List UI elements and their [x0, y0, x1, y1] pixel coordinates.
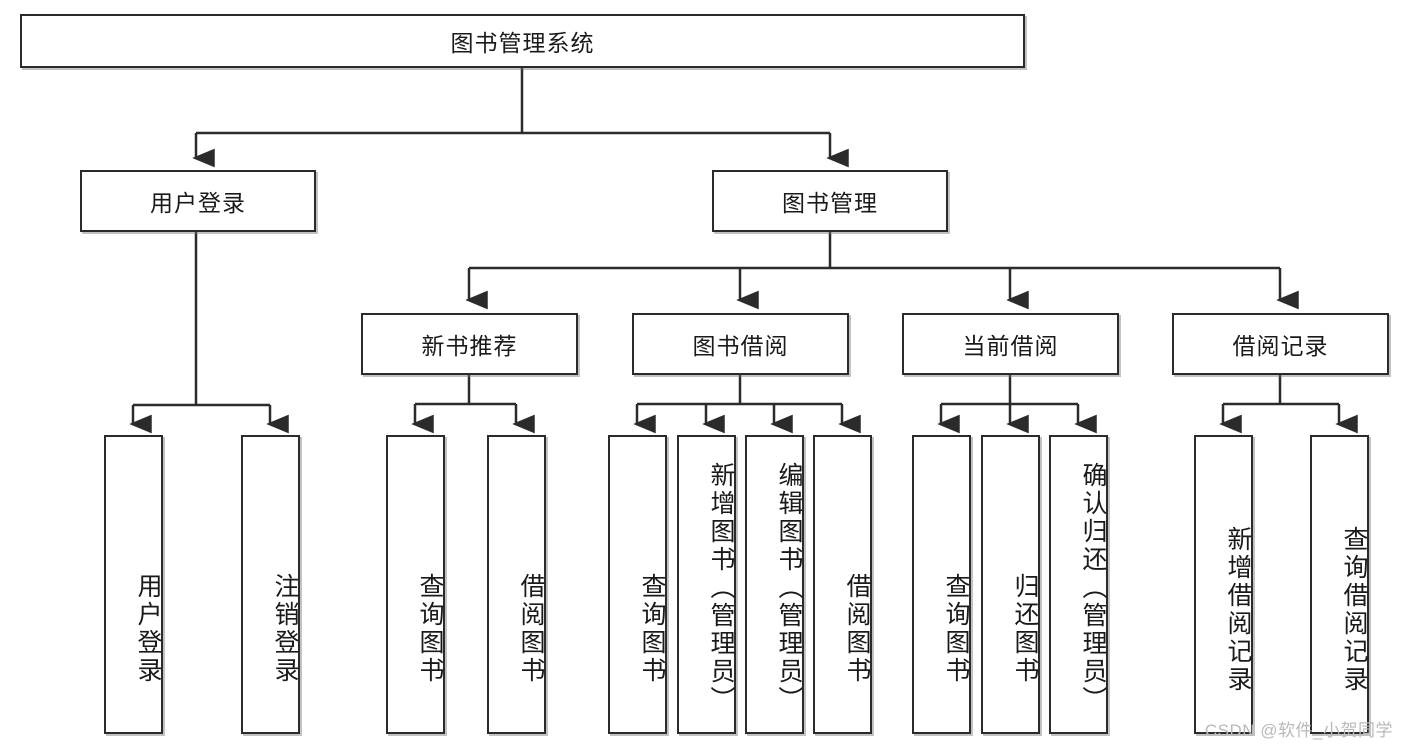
node-label: 用户登录: [134, 572, 162, 685]
node-leaf-user-login-signout[interactable]: 注销登录: [241, 435, 300, 734]
node-label: 借阅记录: [1232, 333, 1329, 359]
node-label: 借阅图书: [843, 572, 871, 685]
node-label: 图书借阅: [692, 333, 789, 359]
node-label: 确认归还（管理员）: [1079, 461, 1107, 714]
node-label: 用户登录: [150, 190, 246, 216]
node-label: 图书管理系统: [450, 30, 595, 56]
node-leaf-new-book-query[interactable]: 查询图书: [386, 435, 445, 734]
node-book-management[interactable]: 图书管理: [712, 170, 948, 232]
node-label: 归还图书: [1011, 572, 1039, 685]
node-current-borrowing[interactable]: 当前借阅: [902, 313, 1119, 375]
node-label: 当前借阅: [962, 333, 1059, 359]
node-label: 查询借阅记录: [1340, 525, 1368, 694]
node-book-borrowing[interactable]: 图书借阅: [632, 313, 849, 375]
node-leaf-current-borrow-confirm-return[interactable]: 确认归还（管理员）: [1049, 435, 1108, 734]
node-label: 查询图书: [416, 572, 444, 685]
node-leaf-user-login-signin[interactable]: 用户登录: [104, 435, 163, 734]
node-leaf-new-book-borrow[interactable]: 借阅图书: [487, 435, 546, 734]
node-leaf-borrow-record-query[interactable]: 查询借阅记录: [1310, 435, 1369, 734]
node-label: 编辑图书（管理员）: [775, 461, 803, 714]
node-label: 查询图书: [942, 572, 970, 685]
node-leaf-borrow-record-add[interactable]: 新增借阅记录: [1194, 435, 1253, 734]
node-root-book-management-system[interactable]: 图书管理系统: [20, 14, 1025, 68]
node-borrowing-record[interactable]: 借阅记录: [1172, 313, 1389, 375]
node-new-book-recommendation[interactable]: 新书推荐: [361, 313, 578, 375]
node-leaf-current-borrow-query[interactable]: 查询图书: [912, 435, 971, 734]
node-label: 图书管理: [782, 190, 878, 216]
node-leaf-current-borrow-return[interactable]: 归还图书: [981, 435, 1040, 734]
node-label: 新书推荐: [421, 333, 518, 359]
node-user-login[interactable]: 用户登录: [80, 170, 316, 232]
node-label: 新增借阅记录: [1224, 525, 1252, 694]
node-leaf-book-borrow-add[interactable]: 新增图书（管理员）: [677, 435, 736, 734]
node-leaf-book-borrow-borrow[interactable]: 借阅图书: [813, 435, 872, 734]
node-leaf-book-borrow-query[interactable]: 查询图书: [608, 435, 667, 734]
node-label: 注销登录: [271, 572, 299, 685]
node-label: 新增图书（管理员）: [707, 461, 735, 714]
node-label: 借阅图书: [517, 572, 545, 685]
node-label: 查询图书: [638, 572, 666, 685]
node-leaf-book-borrow-edit[interactable]: 编辑图书（管理员）: [745, 435, 804, 734]
